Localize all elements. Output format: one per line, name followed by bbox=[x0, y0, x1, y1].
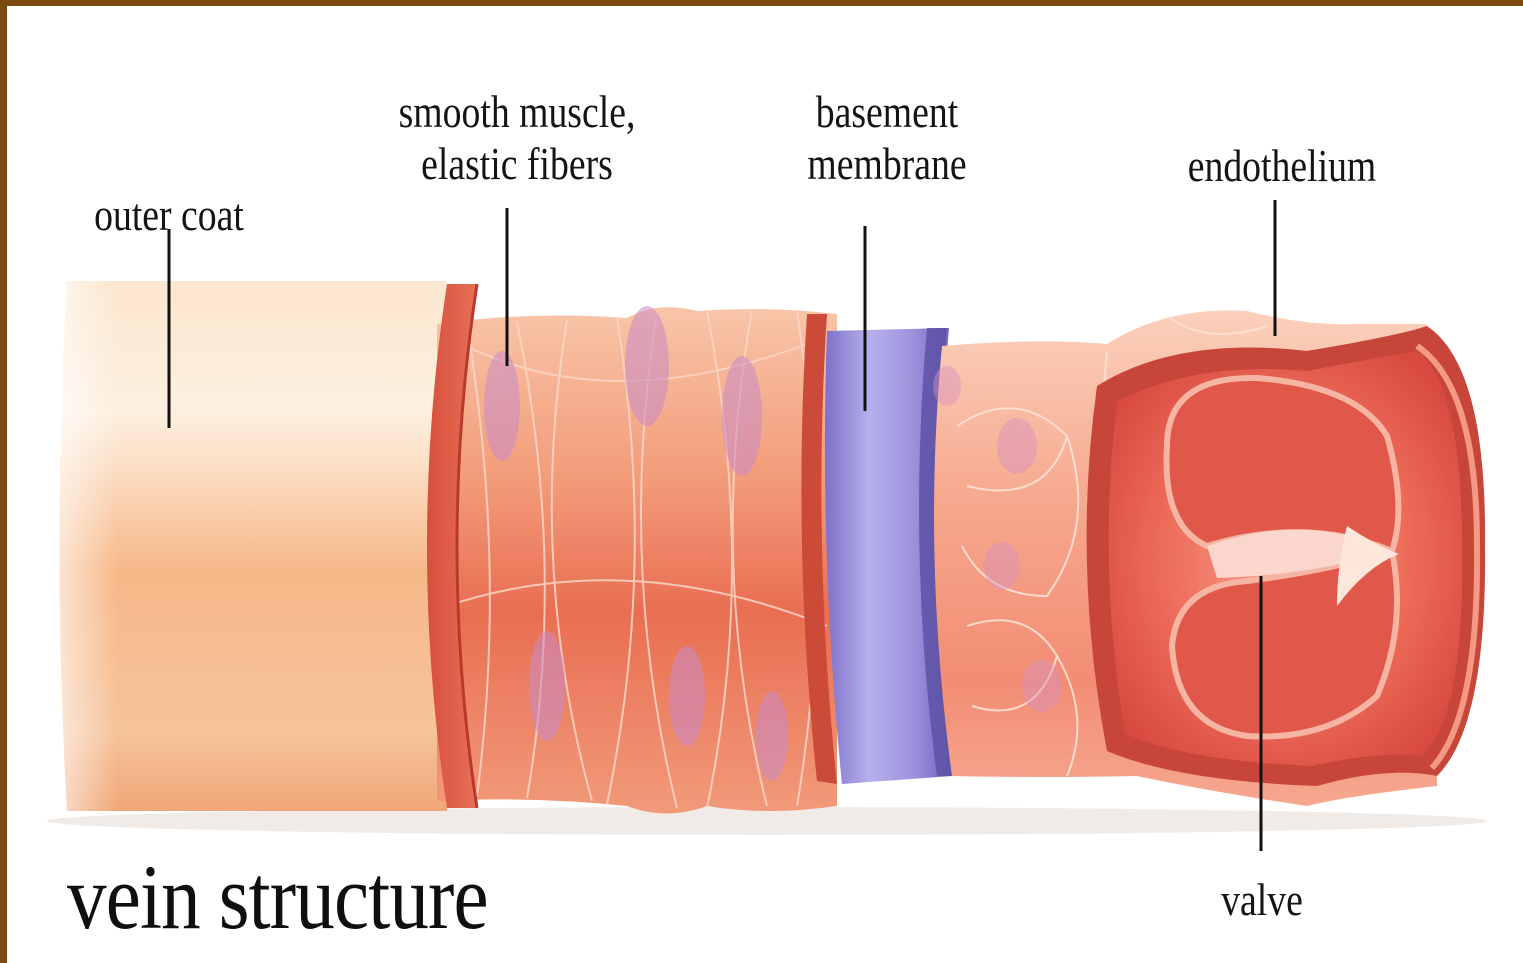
smooth-muscle-segment bbox=[427, 284, 837, 814]
smooth-muscle-label-line2: elastic fibers bbox=[386, 138, 648, 190]
endothelium-label-text: endothelium bbox=[1171, 140, 1392, 192]
basement-membrane-label: basement membrane bbox=[789, 86, 986, 189]
basement-membrane-label-line2: membrane bbox=[789, 138, 986, 190]
basement-membrane-label-line1: basement bbox=[789, 86, 986, 138]
endothelium-label: endothelium bbox=[1171, 140, 1392, 192]
valve-label: valve bbox=[1201, 874, 1324, 926]
diagram-title: vein structure bbox=[67, 844, 488, 950]
vein-lumen bbox=[1087, 326, 1485, 786]
outer-coat-segment bbox=[60, 281, 448, 811]
valve-label-text: valve bbox=[1201, 874, 1324, 926]
smooth-muscle-label: smooth muscle, elastic fibers bbox=[386, 86, 648, 189]
smooth-muscle-label-line1: smooth muscle, bbox=[386, 86, 648, 138]
outer-coat-label-text: outer coat bbox=[79, 189, 259, 241]
outer-coat-label: outer coat bbox=[79, 189, 259, 241]
